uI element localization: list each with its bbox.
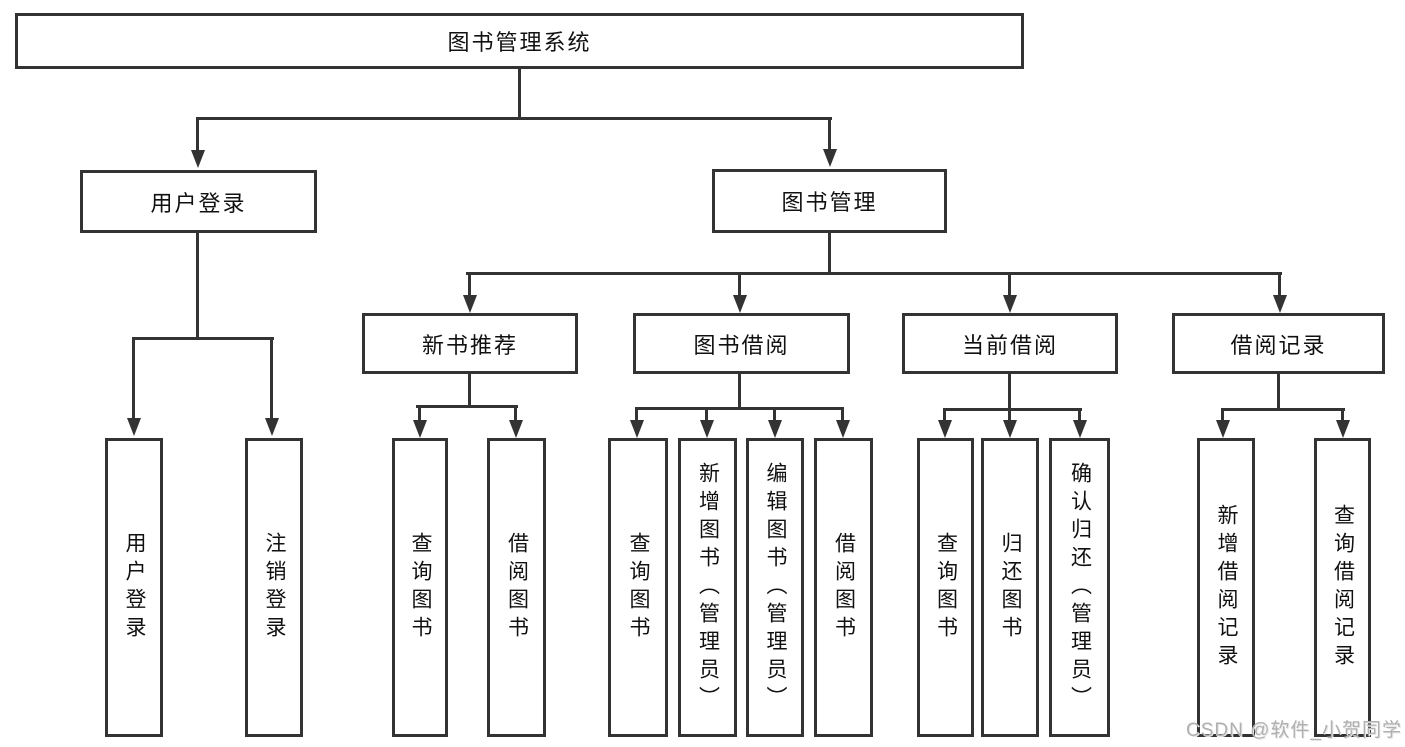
node-book-management-label: 图书管理 — [781, 190, 878, 215]
leaf-edit-books-admin: 编辑图书（管理员） — [746, 438, 804, 737]
arrowhead-down-icon — [1336, 420, 1350, 438]
node-book-management: 图书管理 — [712, 169, 947, 233]
connector-arrow-shaft — [841, 407, 844, 421]
connector-user-stem — [196, 233, 199, 339]
connector-arrow-shaft — [1278, 272, 1281, 296]
node-user-login-label: 用户登录 — [150, 190, 247, 216]
leaf-add-books-admin: 新增图书（管理员） — [678, 438, 737, 737]
connector-mgmt-rail — [466, 272, 1282, 275]
arrowhead-down-icon — [1073, 420, 1087, 438]
connector-arrow-shaft — [773, 407, 776, 421]
leaf-borrow-books: 借阅图书 — [814, 438, 873, 737]
connector-arrow-shaft — [1008, 408, 1011, 421]
arrowhead-down-icon — [509, 420, 523, 438]
leaf-user-login: 用户登录 — [105, 438, 163, 737]
arrowhead-down-icon — [265, 418, 279, 436]
connector-arrow-shaft — [418, 405, 421, 421]
leaf-borrow-books-recommend-label: 借阅图书 — [505, 531, 529, 644]
leaf-query-books-current-label: 查询图书 — [934, 531, 958, 644]
node-root-label: 图书管理系统 — [447, 30, 592, 55]
connector-borrow-rail — [635, 407, 843, 410]
csdn-watermark: CSDN @软件_小贺同学 — [1186, 720, 1402, 741]
leaf-query-borrow-record: 查询借阅记录 — [1314, 438, 1371, 737]
node-borrow-records-label: 借阅记录 — [1230, 332, 1327, 358]
arrowhead-down-icon — [191, 150, 205, 168]
connector-records-rail — [1221, 408, 1345, 411]
leaf-user-login-label: 用户登录 — [123, 531, 147, 644]
leaf-query-borrow-record-label: 查询借阅记录 — [1331, 503, 1355, 672]
connector-newbook-rail — [416, 405, 518, 408]
node-new-book-recommend-label: 新书推荐 — [421, 332, 518, 358]
arrowhead-down-icon — [630, 420, 644, 438]
node-book-borrow: 图书借阅 — [633, 313, 850, 374]
connector-arrow-shaft — [132, 337, 135, 419]
leaf-add-borrow-record-label: 新增借阅记录 — [1215, 503, 1239, 672]
connector-arrow-shaft — [514, 405, 517, 421]
leaf-add-books-admin-label: 新增图书（管理员） — [696, 461, 720, 714]
arrowhead-down-icon — [1216, 420, 1230, 438]
leaf-query-books-current: 查询图书 — [917, 438, 974, 737]
connector-arrow-shaft — [196, 117, 199, 152]
leaf-confirm-return-admin-label: 确认归还（管理员） — [1068, 461, 1092, 714]
connector-root-stem — [518, 69, 521, 118]
connector-arrow-shaft — [1221, 408, 1224, 421]
leaf-edit-books-admin-label: 编辑图书（管理员） — [764, 461, 788, 714]
node-book-borrow-label: 图书借阅 — [693, 332, 790, 358]
arrowhead-down-icon — [768, 420, 782, 438]
connector-user-rail — [132, 337, 274, 340]
arrowhead-down-icon — [1273, 295, 1287, 313]
arrowhead-down-icon — [413, 420, 427, 438]
leaf-add-borrow-record: 新增借阅记录 — [1197, 438, 1255, 737]
connector-mgmt-stem — [828, 233, 831, 274]
arrowhead-down-icon — [700, 420, 714, 438]
arrowhead-down-icon — [127, 418, 141, 436]
leaf-return-books-label: 归还图书 — [999, 531, 1023, 644]
arrowhead-down-icon — [733, 295, 747, 313]
node-user-login: 用户登录 — [80, 170, 317, 233]
leaf-logout: 注销登录 — [245, 438, 303, 737]
connector-arrow-shaft — [468, 272, 471, 296]
connector-arrow-shaft — [828, 117, 831, 151]
arrowhead-down-icon — [823, 149, 837, 167]
connector-arrow-shaft — [1341, 408, 1344, 421]
leaf-logout-label: 注销登录 — [263, 531, 287, 644]
node-borrow-records: 借阅记录 — [1172, 313, 1385, 374]
connector-arrow-shaft — [635, 407, 638, 421]
leaf-query-books-recommend: 查询图书 — [392, 438, 448, 737]
node-current-borrow: 当前借阅 — [902, 313, 1118, 374]
connector-arrow-shaft — [1078, 408, 1081, 421]
leaf-confirm-return-admin: 确认归还（管理员） — [1049, 438, 1110, 737]
leaf-query-books-borrow: 查询图书 — [608, 438, 668, 737]
connector-current-stem — [1008, 374, 1011, 410]
leaf-borrow-books-recommend: 借阅图书 — [487, 438, 546, 737]
connector-current-rail — [943, 408, 1082, 411]
arrowhead-down-icon — [1003, 420, 1017, 438]
connector-arrow-shaft — [943, 408, 946, 421]
leaf-query-books-recommend-label: 查询图书 — [409, 531, 433, 644]
node-root: 图书管理系统 — [15, 13, 1024, 69]
arrowhead-down-icon — [1003, 295, 1017, 313]
node-new-book-recommend: 新书推荐 — [362, 313, 578, 374]
arrowhead-down-icon — [938, 420, 952, 438]
connector-newbook-stem — [468, 374, 471, 407]
leaf-borrow-books-label: 借阅图书 — [832, 531, 856, 644]
connector-records-stem — [1277, 374, 1280, 410]
arrowhead-down-icon — [836, 420, 850, 438]
connector-borrow-stem — [738, 374, 741, 409]
arrowhead-down-icon — [463, 295, 477, 313]
connector-arrow-shaft — [270, 337, 273, 419]
connector-arrow-shaft — [705, 407, 708, 421]
connector-arrow-shaft — [1008, 272, 1011, 296]
node-current-borrow-label: 当前借阅 — [961, 332, 1058, 358]
leaf-query-books-borrow-label: 查询图书 — [627, 531, 651, 644]
leaf-return-books: 归还图书 — [981, 438, 1039, 737]
connector-arrow-shaft — [738, 272, 741, 296]
connector-root-rail — [196, 117, 832, 120]
